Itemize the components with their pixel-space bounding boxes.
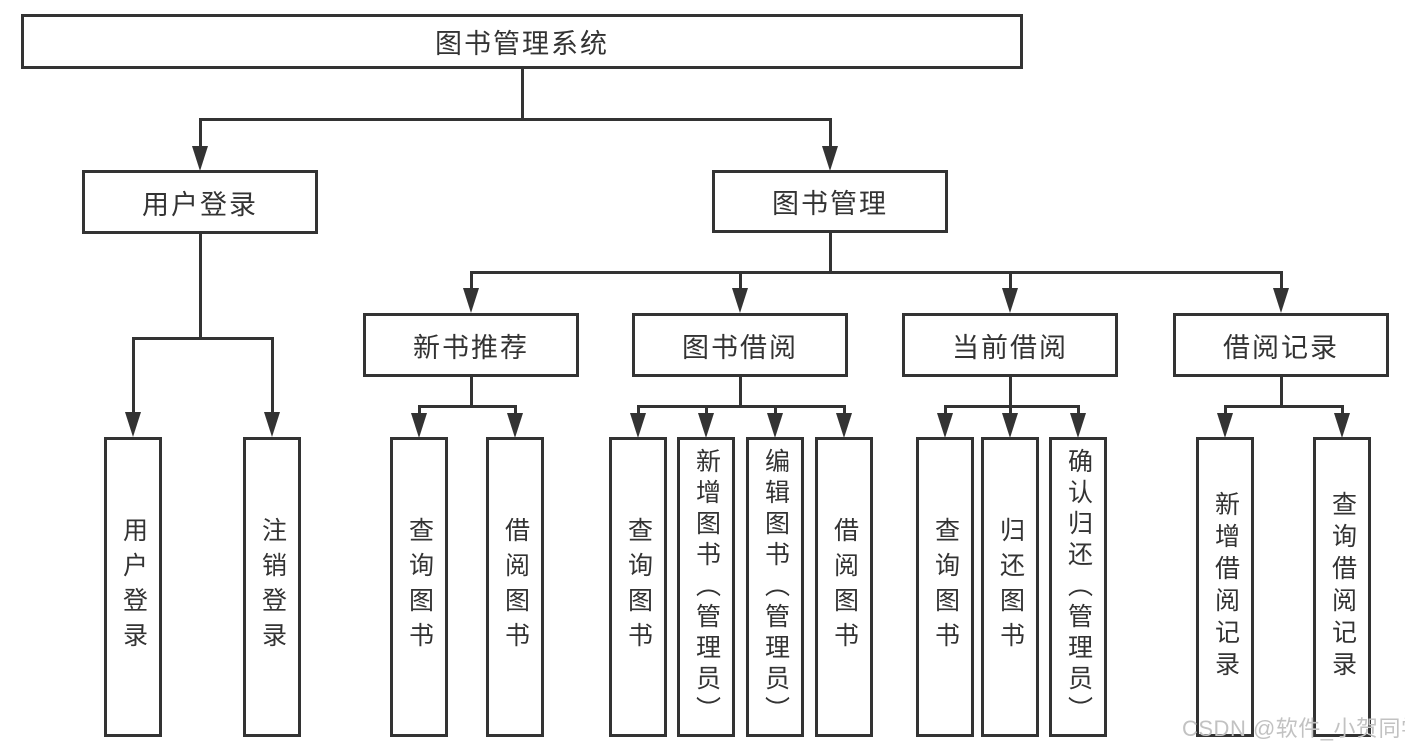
connector-line — [738, 271, 742, 290]
connector-line — [417, 405, 421, 415]
connector-line — [1008, 405, 1012, 415]
connector-line — [198, 118, 832, 121]
node-user-login: 用户登录 — [82, 170, 318, 234]
leaf-label: 归还图书 — [996, 517, 1025, 657]
leaf-confirm-return-admin: 确认归还（管理员） — [1049, 437, 1107, 737]
csdn-watermark: CSDN @软件_小贺同学 — [1182, 716, 1405, 741]
connector-line — [773, 405, 777, 415]
leaf-label: 查询图书 — [624, 517, 653, 657]
leaf-label: 用户登录 — [119, 517, 148, 657]
leaf-add-borrow-record: 新增借阅记录 — [1196, 437, 1254, 737]
arrow-down-icon — [125, 412, 141, 437]
arrow-down-icon — [698, 413, 714, 438]
arrow-down-icon — [732, 288, 748, 313]
connector-line — [131, 337, 274, 340]
leaf-user-login: 用户登录 — [104, 437, 162, 737]
connector-line — [1008, 271, 1012, 290]
connector-line — [1279, 271, 1283, 290]
connector-line — [1008, 376, 1012, 407]
arrow-down-icon — [1002, 288, 1018, 313]
arrow-down-icon — [463, 288, 479, 313]
leaf-label: 查询图书 — [405, 517, 434, 657]
connector-line — [943, 405, 947, 415]
leaf-borrow-books-newbooks: 借阅图书 — [486, 437, 544, 737]
connector-line — [469, 271, 473, 290]
arrow-down-icon — [836, 413, 852, 438]
arrow-down-icon — [767, 413, 783, 438]
connector-line — [1076, 405, 1080, 415]
leaf-label: 编辑图书（管理员） — [761, 447, 790, 727]
leaf-logout: 注销登录 — [243, 437, 301, 737]
connector-line — [738, 376, 742, 407]
node-book-borrow: 图书借阅 — [632, 313, 848, 377]
connector-line — [198, 233, 202, 338]
leaf-borrow-books: 借阅图书 — [815, 437, 873, 737]
leaf-label: 新增图书（管理员） — [692, 447, 721, 727]
node-borrow-records: 借阅记录 — [1173, 313, 1389, 377]
arrow-down-icon — [1070, 413, 1086, 438]
arrow-down-icon — [630, 413, 646, 438]
arrow-down-icon — [1002, 413, 1018, 438]
connector-line — [636, 405, 640, 415]
leaf-label: 借阅图书 — [830, 517, 859, 657]
node-new-book-recommend: 新书推荐 — [363, 313, 579, 377]
connector-line — [1279, 376, 1283, 407]
connector-line — [417, 405, 517, 408]
leaf-label: 查询图书 — [931, 517, 960, 657]
arrow-down-icon — [507, 413, 523, 438]
connector-line — [131, 337, 135, 414]
connector-line — [943, 405, 1080, 408]
arrow-down-icon — [1273, 288, 1289, 313]
arrow-down-icon — [822, 146, 838, 171]
connector-line — [828, 118, 832, 148]
leaf-edit-books-admin: 编辑图书（管理员） — [746, 437, 804, 737]
leaf-query-borrow-record: 查询借阅记录 — [1313, 437, 1371, 737]
leaf-query-books-newbooks: 查询图书 — [390, 437, 448, 737]
connector-line — [469, 376, 473, 407]
arrow-down-icon — [1217, 413, 1233, 438]
connector-line — [513, 405, 517, 415]
node-book-management: 图书管理 — [712, 170, 948, 233]
leaf-add-books-admin: 新增图书（管理员） — [677, 437, 735, 737]
leaf-label: 确认归还（管理员） — [1064, 447, 1093, 727]
leaf-return-books: 归还图书 — [981, 437, 1039, 737]
leaf-query-books-borrow: 查询图书 — [609, 437, 667, 737]
connector-line — [1340, 405, 1344, 415]
node-current-borrow: 当前借阅 — [902, 313, 1118, 377]
arrow-down-icon — [411, 413, 427, 438]
connector-line — [1223, 405, 1227, 415]
connector-line — [704, 405, 708, 415]
arrow-down-icon — [937, 413, 953, 438]
connector-line — [828, 232, 832, 273]
connector-line — [469, 271, 1283, 274]
leaf-query-books-current: 查询图书 — [916, 437, 974, 737]
arrow-down-icon — [264, 412, 280, 437]
leaf-label: 新增借阅记录 — [1211, 491, 1240, 683]
connector-line — [636, 405, 846, 408]
connector-line — [270, 337, 274, 414]
leaf-label: 查询借阅记录 — [1328, 491, 1357, 683]
connector-line — [1223, 405, 1344, 408]
node-root: 图书管理系统 — [21, 14, 1023, 69]
arrow-down-icon — [192, 146, 208, 171]
connector-line — [521, 69, 524, 119]
leaf-label: 借阅图书 — [501, 517, 530, 657]
arrow-down-icon — [1334, 413, 1350, 438]
leaf-label: 注销登录 — [258, 517, 287, 657]
connector-line — [198, 118, 202, 148]
connector-line — [842, 405, 846, 415]
